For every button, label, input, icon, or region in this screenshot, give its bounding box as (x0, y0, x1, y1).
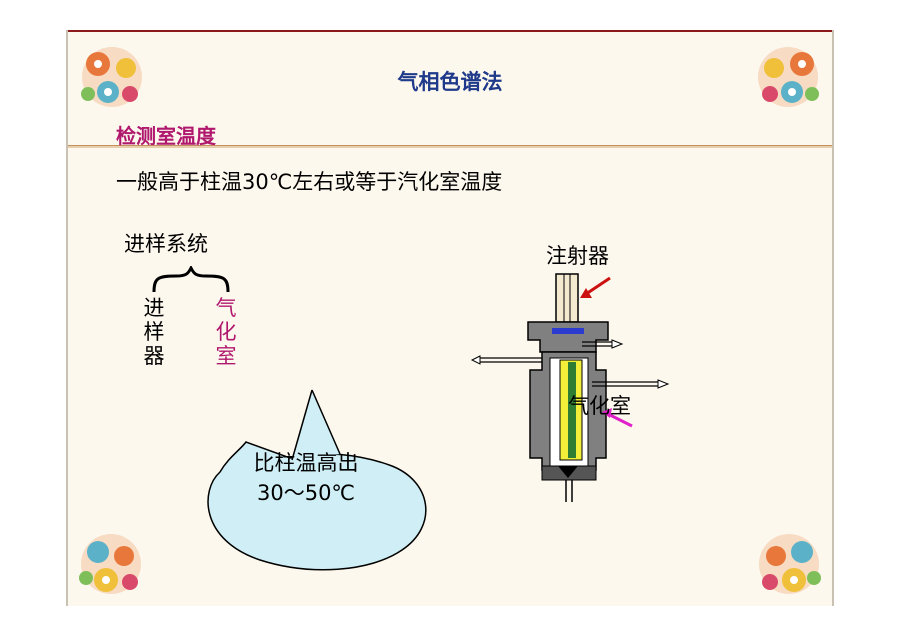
floral-ornament-icon (79, 534, 141, 594)
vertical-char: 化 (215, 320, 237, 344)
vertical-char: 进 (143, 296, 165, 320)
vaporizer-label: 气化室 (568, 394, 631, 418)
bubble-text: 比柱温高出 30～50℃ (216, 448, 396, 508)
bubble-line: 30～50℃ (256, 481, 356, 505)
injector-diagram-icon (470, 273, 670, 502)
curly-brace-icon (152, 266, 230, 293)
page-title: 气相色谱法 (397, 70, 503, 94)
vertical-char: 室 (215, 344, 237, 368)
floral-ornament-icon (759, 534, 821, 594)
header-divider (68, 146, 832, 148)
vertical-char: 器 (143, 344, 165, 368)
system-label: 进样系统 (124, 232, 208, 256)
section-heading: 检测室温度 (116, 124, 216, 148)
vertical-char: 样 (143, 320, 165, 344)
floral-ornament-icon (81, 47, 142, 107)
speech-bubble-icon (207, 389, 427, 571)
vaporizer-vertical-label: 气 化 室 (214, 296, 238, 368)
injector-vertical-label: 进 样 器 (142, 296, 166, 368)
injector-label: 注射器 (546, 244, 609, 268)
statement-text: 一般高于柱温30℃左右或等于汽化室温度 (116, 170, 503, 194)
floral-ornament-icon (758, 47, 819, 107)
vertical-char: 气 (215, 296, 237, 320)
slide: 气相色谱法 (66, 30, 834, 606)
bubble-line: 比柱温高出 (253, 451, 359, 475)
